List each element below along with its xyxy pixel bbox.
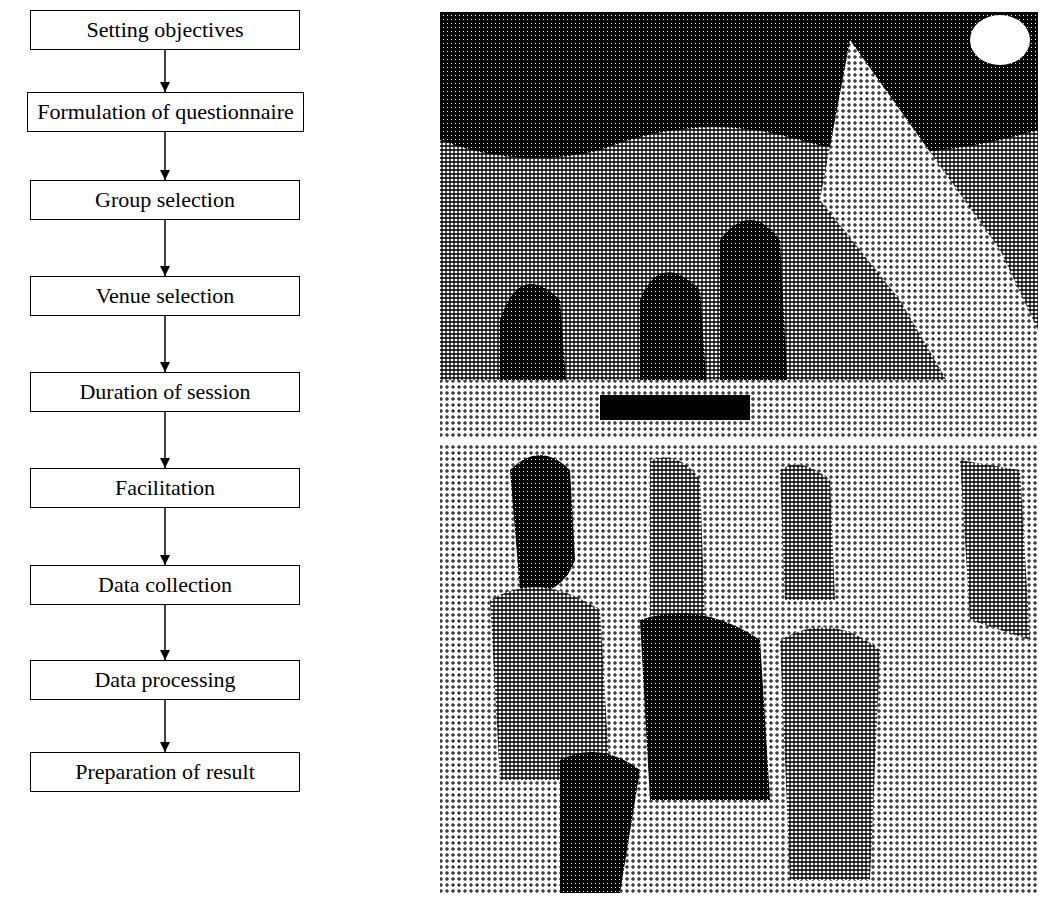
top-photo: [440, 12, 1038, 438]
process-box: Group selection: [30, 180, 300, 220]
step-label: Data processing: [94, 667, 235, 692]
process-box: Duration of session: [30, 372, 300, 412]
flow-arrow: [160, 508, 170, 565]
process-box: Setting objectives: [30, 10, 300, 50]
bottom-photo: [440, 445, 1038, 893]
flow-arrow: [160, 605, 170, 660]
flow-arrow: [160, 132, 170, 180]
step-label: Formulation of questionnaire: [37, 99, 294, 124]
process-box: Data processing: [30, 660, 300, 700]
process-box: Facilitation: [30, 468, 300, 508]
step-label: Data collection: [98, 572, 232, 597]
step-label: Group selection: [95, 187, 235, 212]
flow-arrow: [160, 220, 170, 276]
flow-arrow: [160, 412, 170, 468]
process-box: Data collection: [30, 565, 300, 605]
step-label: Duration of session: [79, 379, 250, 404]
step-label: Venue selection: [96, 283, 235, 308]
flow-arrow: [160, 316, 170, 372]
process-box: Preparation of result: [30, 752, 300, 792]
step-label: Preparation of result: [75, 759, 255, 784]
process-box: Formulation of questionnaire: [27, 92, 304, 132]
flow-arrow: [160, 50, 170, 92]
step-label: Facilitation: [115, 475, 215, 500]
flow-arrow: [160, 700, 170, 752]
step-label: Setting objectives: [86, 17, 243, 42]
process-box: Venue selection: [30, 276, 300, 316]
